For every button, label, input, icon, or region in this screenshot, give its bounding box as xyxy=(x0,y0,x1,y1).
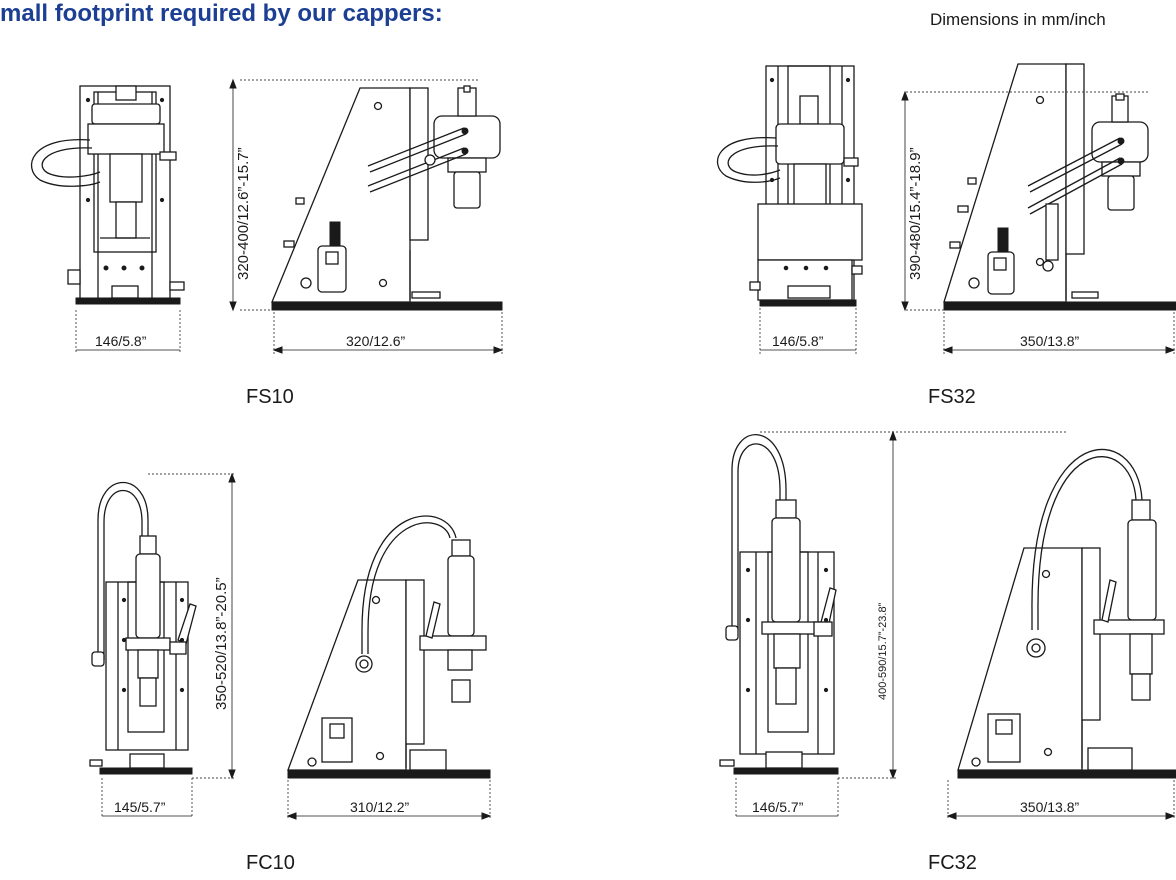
fs32-front-view xyxy=(716,65,863,307)
fs10-front-view xyxy=(30,85,185,305)
model-label-fc10: FC10 xyxy=(246,852,295,874)
fc10-dimensions: 350-520/13.8”-20.5” 145/5.7” 310/12.2” xyxy=(101,472,492,820)
fs10-front-width-dim: 146/5.8” xyxy=(95,333,147,349)
fc32-height-dim: 400-590/15.7”-23.8” xyxy=(877,602,889,700)
fc32-front-view xyxy=(719,434,839,775)
fc32-front-width-dim: 146/5.7” xyxy=(752,799,804,815)
fc10-front-view xyxy=(89,482,197,775)
units-note: Dimensions in mm/inch xyxy=(930,10,1106,29)
fs10-side-depth-dim: 320/12.6” xyxy=(346,333,405,349)
fc32-side-depth-dim: 350/13.8” xyxy=(1020,799,1079,815)
fs32-height-dim: 390-480/15.4”-18.9” xyxy=(907,147,924,280)
fc10-height-dim: 350-520/13.8”-20.5” xyxy=(213,577,230,710)
fs32-front-width-dim: 146/5.8” xyxy=(772,333,824,349)
fc32-dimensions: 400-590/15.7”-23.8” 146/5.7” 350/13.8” xyxy=(735,430,1176,820)
fs10-side-view xyxy=(271,85,503,311)
model-label-fc32: FC32 xyxy=(928,852,977,874)
fs32-dimensions: 390-480/15.4”-18.9” 146/5.8” 350/13.8” xyxy=(759,90,1176,354)
fs32-side-depth-dim: 350/13.8” xyxy=(1020,333,1079,349)
model-label-fs32: FS32 xyxy=(928,386,976,408)
fs32-side-view xyxy=(943,63,1176,311)
model-label-fs10: FS10 xyxy=(246,386,294,408)
fc10-side-view xyxy=(287,515,491,779)
fs10-height-dim: 320-400/12.6”-15.7” xyxy=(235,147,252,280)
page-title: mall footprint required by our cappers: xyxy=(0,0,443,27)
fc10-front-width-dim: 145/5.7” xyxy=(114,799,166,815)
fs10-dimensions: 320-400/12.6”-15.7” 146/5.8” 320/12.6” xyxy=(75,78,504,354)
fc32-side-view xyxy=(957,448,1176,779)
fc10-side-depth-dim: 310/12.2” xyxy=(350,799,409,815)
